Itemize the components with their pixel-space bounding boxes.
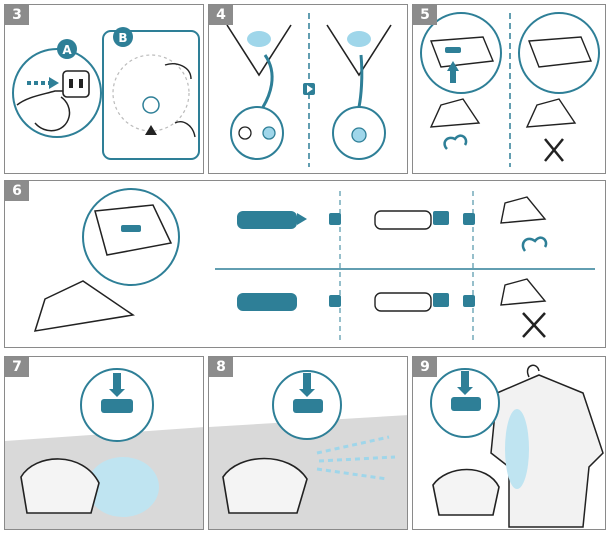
step-7-panel: 7 [4, 356, 204, 530]
steam-spray-illustration [209, 370, 407, 529]
unlock-icon [433, 293, 449, 307]
step-number: 4 [209, 5, 233, 25]
light-indicator-illustration [226, 13, 392, 167]
step-number: 9 [413, 357, 437, 377]
step-8-panel: 8 [208, 356, 408, 530]
plug-in-illustration: A B [12, 27, 200, 160]
callout-a-label: A [62, 43, 72, 57]
step-6-panel: 6 [4, 180, 606, 348]
lock-icon [433, 211, 449, 225]
callout-b-label: B [118, 31, 127, 45]
step-number: 7 [5, 357, 29, 377]
step-3-panel: 3 A B [4, 4, 204, 174]
step-4-panel: 4 [208, 4, 408, 174]
step-5-panel: 5 [412, 4, 606, 174]
step-number: 6 [5, 181, 29, 201]
callout-b [113, 27, 133, 47]
lock-trigger-illustration [33, 188, 595, 341]
hanging-garment-steam-illustration [430, 364, 604, 528]
callout-a [57, 39, 77, 59]
step-number: 3 [5, 5, 29, 25]
step-number: 8 [209, 357, 233, 377]
step-9-panel: 9 [412, 356, 606, 530]
step-number: 5 [413, 5, 437, 25]
steam-button-illustration [420, 12, 600, 167]
vertical-steam-fabric-illustration [5, 368, 203, 529]
